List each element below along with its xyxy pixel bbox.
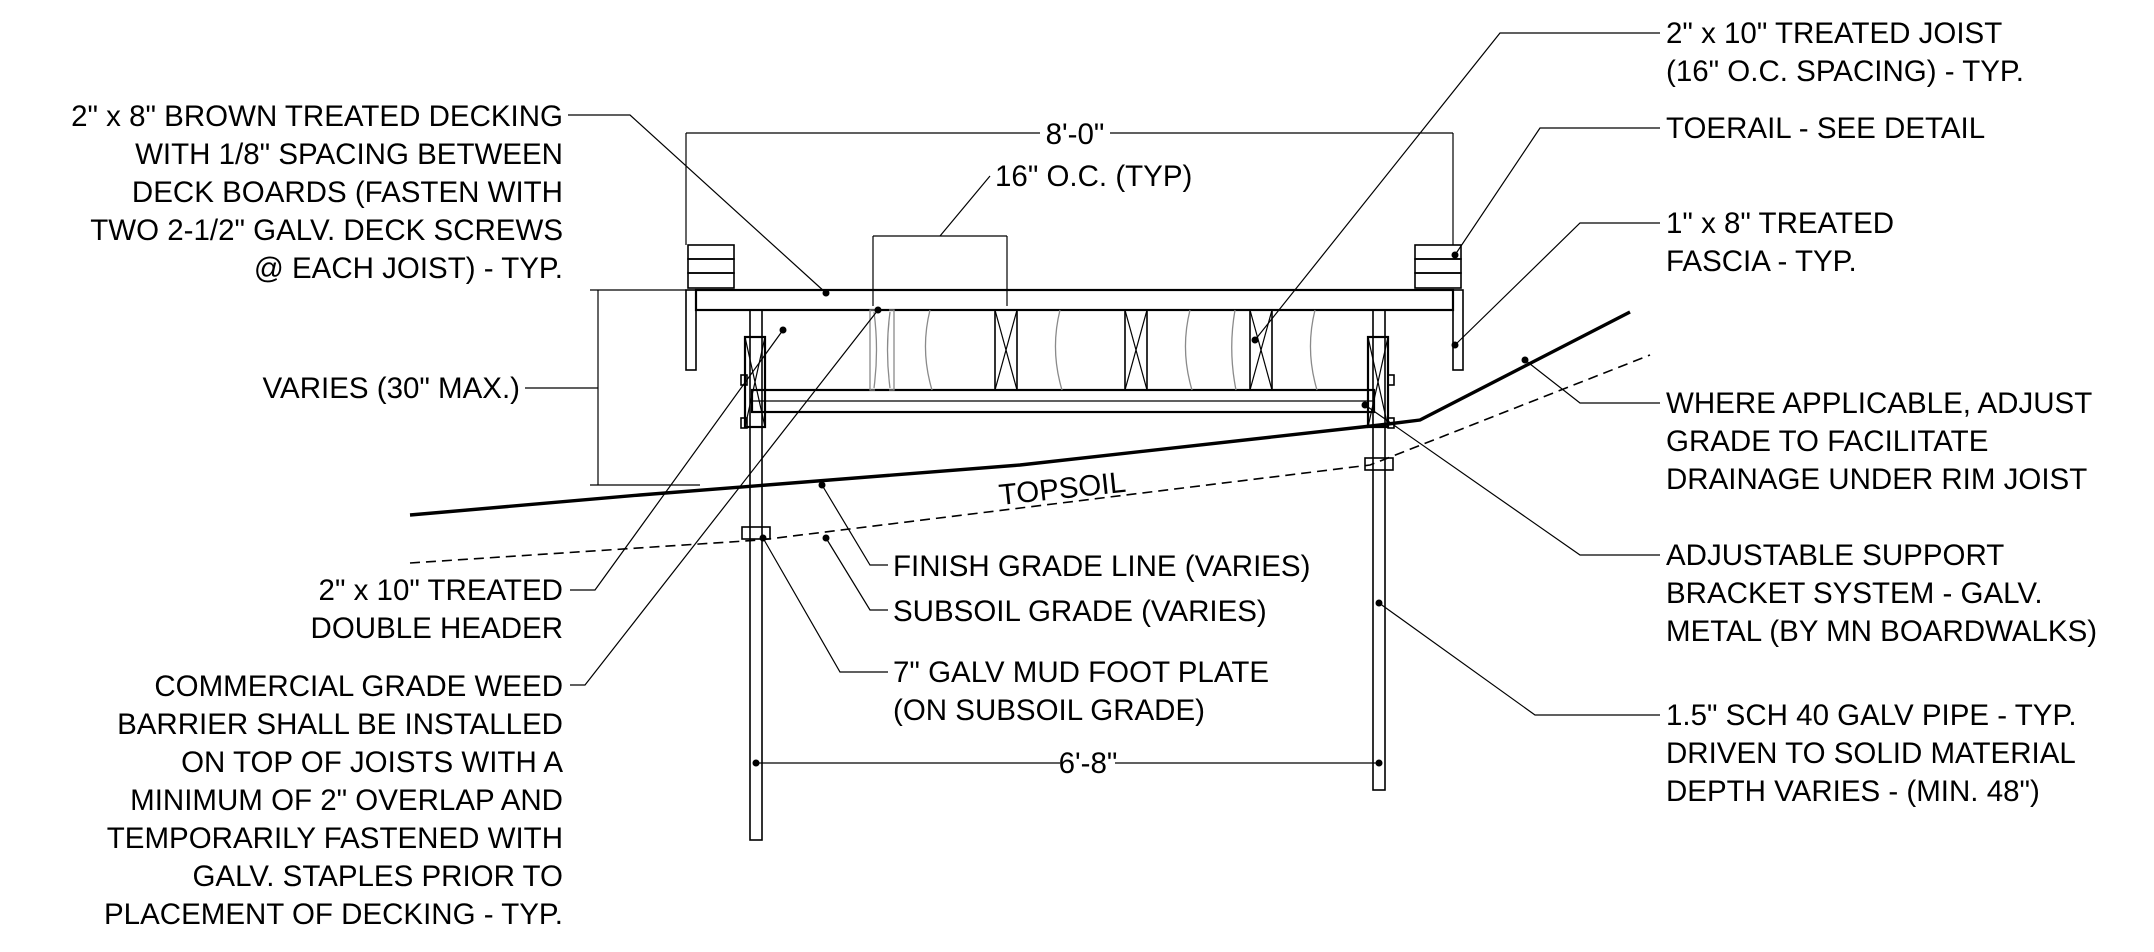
foot-plate-right [1364,457,1394,471]
dimension-lines [590,132,1454,764]
svg-text:2" x 8" BROWN TREATED DECKING: 2" x 8" BROWN TREATED DECKING [71,100,563,133]
svg-text:GALV. STAPLES PRIOR TO: GALV. STAPLES PRIOR TO [192,860,563,893]
svg-text:1" x 8" TREATED: 1" x 8" TREATED [1666,207,1894,240]
svg-text:@ EACH JOIST) - TYP.: @ EACH JOIST) - TYP. [254,252,563,285]
svg-text:7" GALV MUD FOOT PLATE: 7" GALV MUD FOOT PLATE [893,656,1269,689]
dim-joist-spacing: 16" O.C. (TYP) [995,160,1192,193]
svg-text:DEPTH VARIES - (MIN. 48"): DEPTH VARIES - (MIN. 48") [1666,775,2040,808]
svg-text:2" x 10" TREATED JOIST: 2" x 10" TREATED JOIST [1666,17,2002,50]
pipe-right [1372,309,1386,791]
deck-structure [685,244,1464,841]
svg-text:DRAINAGE UNDER RIM JOIST: DRAINAGE UNDER RIM JOIST [1666,463,2087,496]
fascia-label: 1" x 8" TREATED FASCIA - TYP. [1666,207,1894,278]
pipe-label: 1.5" SCH 40 GALV PIPE - TYP. DRIVEN TO S… [1666,699,2077,808]
svg-text:TEMPORARILY FASTENED WITH: TEMPORARILY FASTENED WITH [107,822,563,855]
svg-text:(ON SUBSOIL GRADE): (ON SUBSOIL GRADE) [893,694,1205,727]
varies-label: VARIES (30" MAX.) [263,372,520,405]
decking-board [694,288,1455,312]
svg-text:TWO 2-1/2" GALV. DECK SCREWS: TWO 2-1/2" GALV. DECK SCREWS [90,214,563,247]
joists [869,309,1318,391]
svg-text:PLACEMENT OF DECKING - TYP.: PLACEMENT OF DECKING - TYP. [104,898,563,931]
double-header-label: 2" x 10" TREATED DOUBLE HEADER [311,574,563,645]
foot-plate-left [741,526,771,540]
svg-text:ON TOP OF JOISTS WITH A: ON TOP OF JOISTS WITH A [181,746,563,779]
toerail-left [687,244,735,289]
finish-grade-label: FINISH GRADE LINE (VARIES) [893,550,1310,583]
svg-text:GRADE TO FACILITATE: GRADE TO FACILITATE [1666,425,1988,458]
svg-text:2" x 10" TREATED: 2" x 10" TREATED [319,574,563,607]
finish-grade-line [409,310,1631,517]
svg-text:DOUBLE HEADER: DOUBLE HEADER [311,612,563,645]
svg-text:MINIMUM OF 2" OVERLAP AND: MINIMUM OF 2" OVERLAP AND [130,784,563,817]
svg-text:METAL (BY MN BOARDWALKS): METAL (BY MN BOARDWALKS) [1666,615,2097,648]
svg-text:DECK BOARDS (FASTEN WITH: DECK BOARDS (FASTEN WITH [132,176,563,209]
topsoil-label: TOPSOIL [997,466,1127,512]
dim-overall-width: 8'-0" [1046,118,1105,151]
bracket-label: ADJUSTABLE SUPPORT BRACKET SYSTEM - GALV… [1666,539,2097,648]
fascia-right [1452,289,1464,371]
grade-adjust-label: WHERE APPLICABLE, ADJUST GRADE TO FACILI… [1666,387,2092,496]
joist-label: 2" x 10" TREATED JOIST (16" O.C. SPACING… [1666,17,2024,88]
svg-text:1.5" SCH 40 GALV PIPE - TYP.: 1.5" SCH 40 GALV PIPE - TYP. [1666,699,2077,732]
svg-text:COMMERCIAL GRADE WEED: COMMERCIAL GRADE WEED [154,670,563,703]
foot-plate-label: 7" GALV MUD FOOT PLATE (ON SUBSOIL GRADE… [893,656,1269,727]
svg-text:FASCIA - TYP.: FASCIA - TYP. [1666,245,1857,278]
decking-label: 2" x 8" BROWN TREATED DECKING WITH 1/8" … [71,100,563,285]
svg-text:BARRIER SHALL BE INSTALLED: BARRIER SHALL BE INSTALLED [117,708,563,741]
leader-lines [525,32,1660,767]
subsoil-grade-label: SUBSOIL GRADE (VARIES) [893,595,1267,628]
pipe-left [749,309,763,841]
svg-text:(16" O.C. SPACING) - TYP.: (16" O.C. SPACING) - TYP. [1666,55,2024,88]
svg-text:WITH 1/8" SPACING BETWEEN: WITH 1/8" SPACING BETWEEN [135,138,563,171]
weed-barrier-label: COMMERCIAL GRADE WEED BARRIER SHALL BE I… [104,670,563,931]
dim-pipe-spacing: 6'-8" [1059,747,1118,780]
svg-text:WHERE APPLICABLE, ADJUST: WHERE APPLICABLE, ADJUST [1666,387,2092,420]
fascia-left [685,289,697,371]
svg-text:DRIVEN TO SOLID MATERIAL: DRIVEN TO SOLID MATERIAL [1666,737,2076,770]
toerail-label: TOERAIL - SEE DETAIL [1666,112,1985,145]
subsoil-grade-line [409,354,1651,564]
grade-lines [409,310,1651,564]
svg-text:ADJUSTABLE SUPPORT: ADJUSTABLE SUPPORT [1666,539,2004,572]
svg-text:BRACKET SYSTEM - GALV.: BRACKET SYSTEM - GALV. [1666,577,2043,610]
toerail-right [1414,244,1462,289]
